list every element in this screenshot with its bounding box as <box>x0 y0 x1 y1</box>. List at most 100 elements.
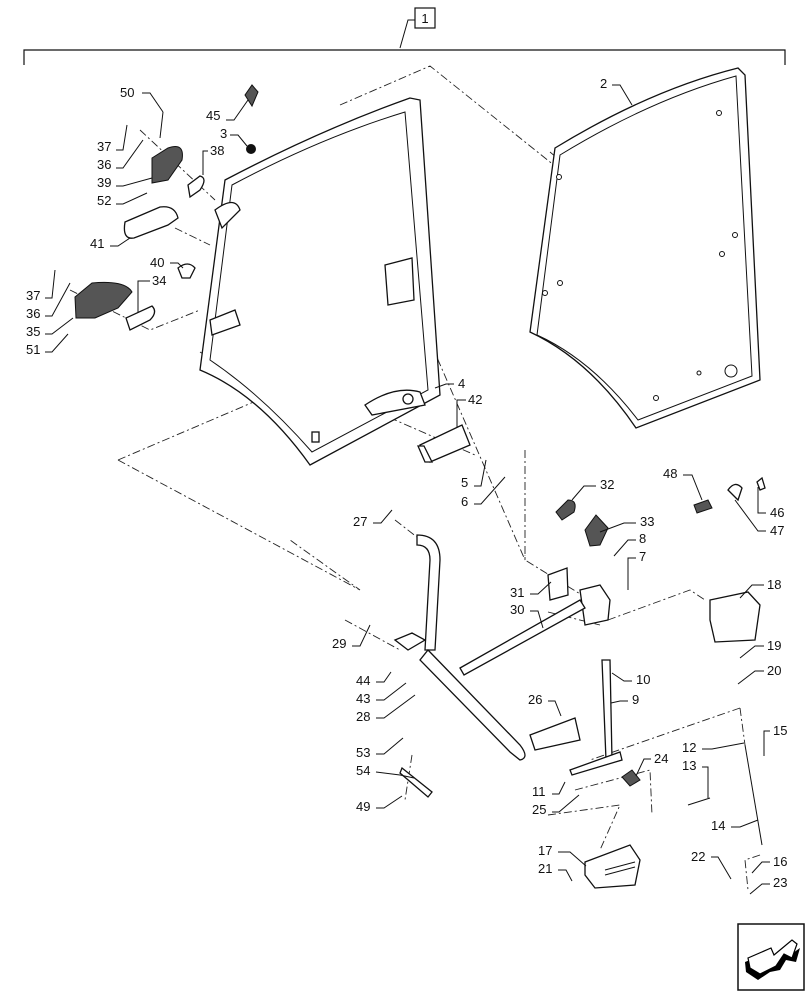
callout-42[interactable]: 42 <box>456 392 482 428</box>
clip-part-24[interactable] <box>621 769 641 787</box>
callout-13[interactable]: 13 <box>682 758 709 798</box>
pedal-cover-part-17[interactable] <box>584 844 641 889</box>
callout-16[interactable]: 16 <box>751 854 787 874</box>
callout-24[interactable]: 24 <box>635 751 668 777</box>
pivot-parts-46-47-48[interactable] <box>693 476 766 514</box>
svg-text:52: 52 <box>97 193 111 208</box>
callout-5[interactable]: 5 <box>461 459 487 490</box>
svg-text:32: 32 <box>600 477 614 492</box>
callout-34[interactable]: 34 <box>137 273 166 312</box>
callout-41[interactable]: 41 <box>90 236 131 251</box>
svg-text:13: 13 <box>682 758 696 773</box>
latch-housing-part-31[interactable] <box>547 567 611 626</box>
arrow-next-page-icon[interactable] <box>737 923 805 991</box>
callout-46[interactable]: 46 <box>757 487 784 520</box>
callout-17[interactable]: 17 <box>538 843 587 867</box>
lock-parts-32-33[interactable] <box>555 499 609 547</box>
upper-hinge-part-39[interactable] <box>151 146 183 184</box>
callout-38[interactable]: 38 <box>202 143 224 175</box>
rod-part-9[interactable] <box>569 659 623 776</box>
callout-27[interactable]: 27 <box>353 509 393 529</box>
callout-44[interactable]: 44 <box>356 671 392 688</box>
svg-text:39: 39 <box>97 175 111 190</box>
svg-text:28: 28 <box>356 709 370 724</box>
callout-36[interactable]: 36 <box>26 282 71 321</box>
callout-37[interactable]: 37 <box>97 124 128 154</box>
callout-25[interactable]: 25 <box>532 794 580 817</box>
callout-29[interactable]: 29 <box>332 624 371 651</box>
callout-9[interactable]: 9 <box>610 692 639 707</box>
svg-text:37: 37 <box>97 139 111 154</box>
callout-8[interactable]: 8 <box>613 531 646 557</box>
callout-7[interactable]: 7 <box>627 549 646 590</box>
svg-text:23: 23 <box>773 875 787 890</box>
svg-text:10: 10 <box>636 672 650 687</box>
svg-text:24: 24 <box>654 751 668 766</box>
callout-18[interactable]: 18 <box>739 577 781 599</box>
lower-hinge-part-35[interactable] <box>74 281 133 319</box>
svg-text:4: 4 <box>458 376 465 391</box>
callout-36[interactable]: 36 <box>97 139 144 172</box>
callout-49[interactable]: 49 <box>356 795 403 814</box>
callout-2[interactable]: 2 <box>600 76 633 106</box>
svg-text:33: 33 <box>640 514 654 529</box>
callout-6[interactable]: 6 <box>461 476 506 509</box>
pin-part-13[interactable] <box>687 797 711 806</box>
callout-31[interactable]: 31 <box>510 581 552 600</box>
callout-19[interactable]: 19 <box>739 638 781 659</box>
plate-part-34[interactable] <box>125 305 156 331</box>
callout-52[interactable]: 52 <box>97 192 148 208</box>
callout-50[interactable]: 50 <box>120 85 164 113</box>
callout-15[interactable]: 15 <box>763 723 787 756</box>
callout-32[interactable]: 32 <box>571 477 614 501</box>
key-part-45[interactable] <box>244 84 259 108</box>
support-frame-part-30[interactable] <box>393 534 586 761</box>
callout-23[interactable]: 23 <box>749 875 787 895</box>
handle-part-41[interactable] <box>123 206 179 239</box>
callout-3[interactable]: 3 <box>220 126 248 147</box>
cable-part-14[interactable] <box>744 744 763 846</box>
callout-54[interactable]: 54 <box>356 763 415 779</box>
latch-part-42[interactable] <box>417 424 471 463</box>
callout-4[interactable]: 4 <box>434 376 465 391</box>
callout-28[interactable]: 28 <box>356 694 416 724</box>
assembly-callout-1[interactable]: 1 <box>399 7 436 49</box>
plate-part-26[interactable] <box>529 717 581 751</box>
callout-39[interactable]: 39 <box>97 175 153 190</box>
pin-part-50[interactable] <box>159 111 164 139</box>
cover-part-18[interactable] <box>709 591 761 643</box>
svg-text:30: 30 <box>510 602 524 617</box>
callout-10[interactable]: 10 <box>611 672 650 687</box>
svg-text:51: 51 <box>26 342 40 357</box>
callout-14[interactable]: 14 <box>711 818 759 833</box>
svg-text:18: 18 <box>767 577 781 592</box>
callout-labels: 50 45 37 3 36 38 39 52 41 40 37 34 36 35… <box>26 76 787 895</box>
door-frame-part-4[interactable] <box>199 97 441 466</box>
callout-40[interactable]: 40 <box>150 255 184 270</box>
callout-21[interactable]: 21 <box>538 861 573 882</box>
callout-37[interactable]: 37 <box>26 269 56 303</box>
glass-panel-part-2[interactable] <box>529 67 761 429</box>
svg-text:53: 53 <box>356 745 370 760</box>
callout-43[interactable]: 43 <box>356 682 407 706</box>
callout-53[interactable]: 53 <box>356 737 404 760</box>
callout-30[interactable]: 30 <box>510 602 544 629</box>
callout-26[interactable]: 26 <box>528 692 562 717</box>
callout-22[interactable]: 22 <box>691 849 732 880</box>
callout-47[interactable]: 47 <box>734 499 784 538</box>
strut-part-53[interactable] <box>399 766 433 798</box>
callout-33[interactable]: 33 <box>599 514 654 533</box>
grommet-part-3[interactable] <box>246 144 256 154</box>
callout-51[interactable]: 51 <box>26 333 69 357</box>
svg-text:46: 46 <box>770 505 784 520</box>
callout-45[interactable]: 45 <box>206 99 249 123</box>
svg-text:44: 44 <box>356 673 370 688</box>
svg-text:42: 42 <box>468 392 482 407</box>
callout-35[interactable]: 35 <box>26 317 74 339</box>
callout-11[interactable]: 11 <box>532 781 566 799</box>
callout-12[interactable]: 12 <box>682 740 745 755</box>
plate-part-38[interactable] <box>187 175 205 199</box>
svg-text:48: 48 <box>663 466 677 481</box>
callout-48[interactable]: 48 <box>663 466 703 501</box>
callout-20[interactable]: 20 <box>737 663 781 685</box>
